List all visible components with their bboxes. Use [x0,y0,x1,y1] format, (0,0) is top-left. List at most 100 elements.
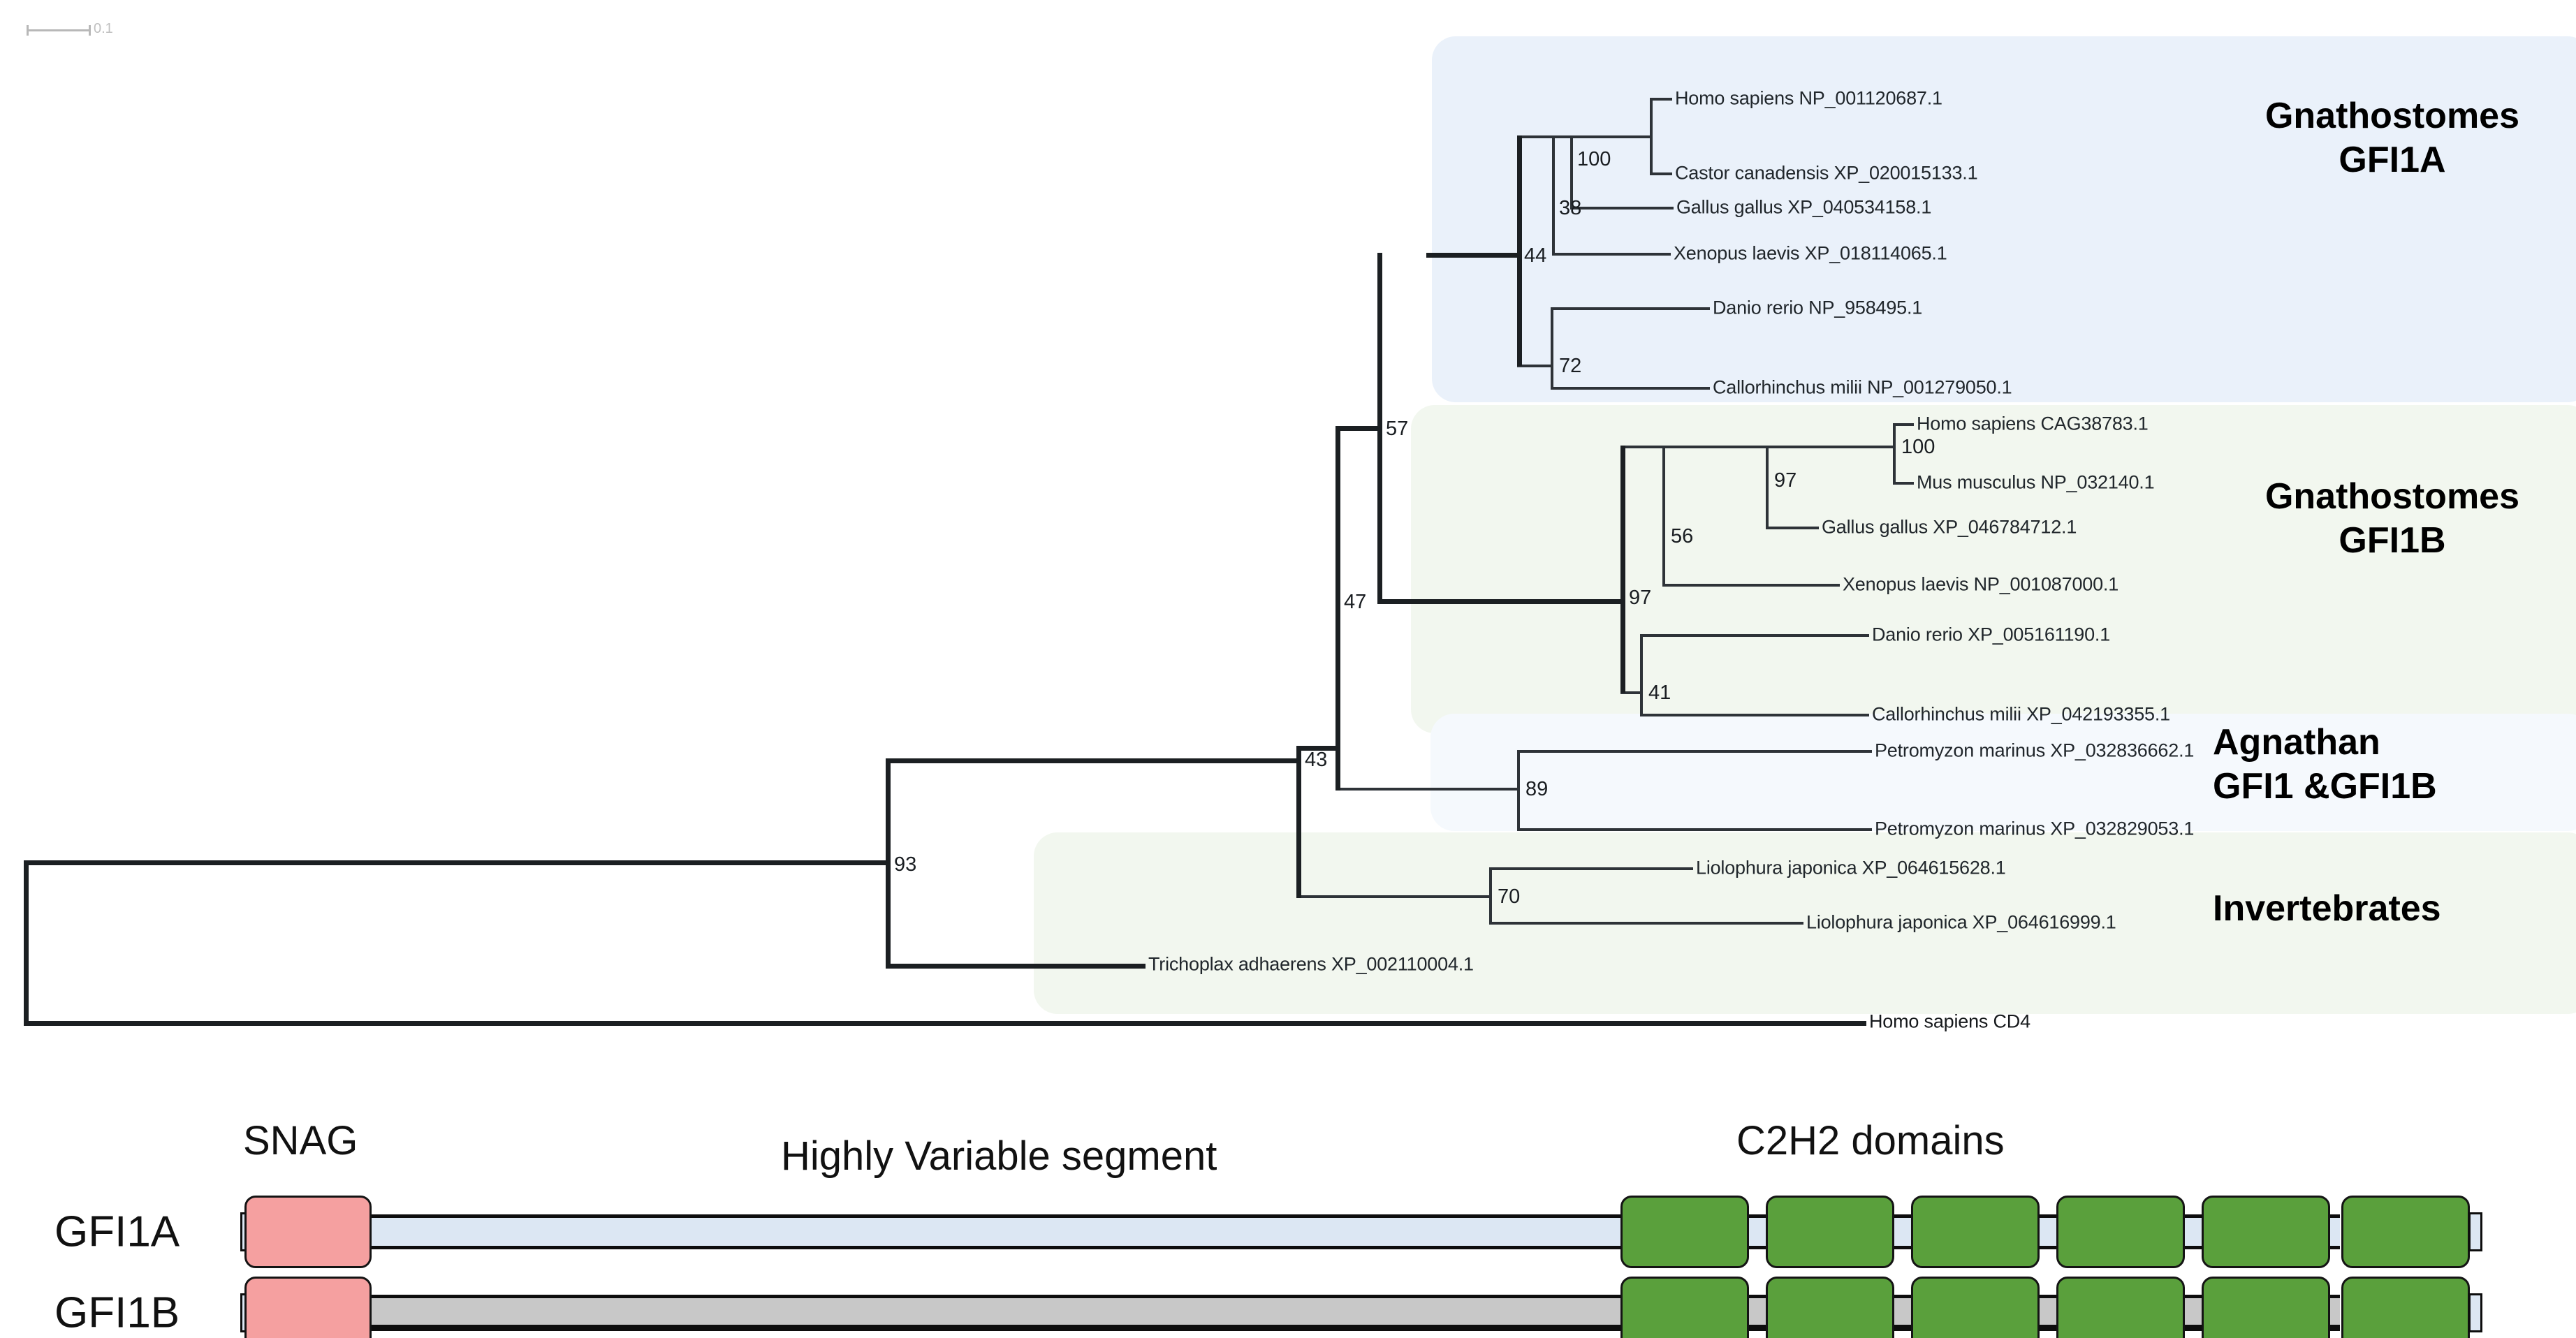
tip-label-callorhinchus-gfi1b: Callorhinchus milii XP_042193355.1 [1872,703,2170,725]
tip-label-petromyzon-1: Petromyzon marinus XP_032836662.1 [1875,740,2195,761]
clade-highlight-invertebrates [1034,832,2576,1014]
tip-label-cd4: Homo sapiens CD4 [1869,1010,2030,1032]
gfi1b-c2h2-domain-4 [2056,1277,2185,1338]
bootstrap-node89: 89 [1525,778,1549,800]
tip-label-mus: Mus musculus NP_032140.1 [1917,471,2155,493]
caption-snag: SNAG [243,1118,358,1163]
branch-h-node56-stem [1620,446,1665,448]
clade-label-agnathan: Agnathan GFI1 &GFI1B [2213,722,2437,807]
gfi1b-c-terminus [2468,1293,2482,1332]
bootstrap-node47: 47 [1344,591,1367,613]
branch-h-node70-stem [1296,895,1492,898]
branch-h-node97b-stem [1377,599,1623,604]
clade-label-invertebrates: Invertebrates [2213,888,2441,929]
bootstrap-node44: 44 [1524,244,1547,267]
tip-label-homo-gfi1a: Homo sapiens NP_001120687.1 [1675,87,1942,109]
branch-h-tip-danio-gfi1a [1551,307,1710,310]
branch-h-node100b-stem [1766,446,1896,448]
bootstrap-node93: 93 [894,853,917,876]
branch-v-node47 [1335,426,1340,791]
branch-h-tip-gallus-gfi1a [1570,207,1674,209]
scale-bar-right-cap [89,25,91,36]
branch-h-tip-cd4 [24,1021,1866,1026]
tip-label-petromyzon-2: Petromyzon marinus XP_032829053.1 [1875,818,2195,839]
branch-h-tip-callorhinchus-gfi1a [1551,387,1710,390]
caption-variable: Highly Variable segment [781,1133,1217,1179]
tip-label-danio-gfi1b: Danio rerio XP_005161190.1 [1872,624,2111,645]
branch-h-tip-mus [1893,482,1914,485]
protein-name-gfi1a: GFI1A [54,1207,180,1256]
tip-label-gallus-gfi1b: Gallus gallus XP_046784712.1 [1822,516,2077,538]
gfi1a-snag-domain [244,1196,372,1268]
gfi1b-snag-domain [244,1277,372,1338]
branch-v-node56 [1662,446,1665,587]
clade-label-gfi1a: Gnathostomes GFI1A [2264,96,2520,181]
branch-h-node38-stem [1552,135,1573,138]
branch-h-tip-gallus-gfi1b [1766,527,1819,529]
domain-architecture-panel: SNAG Highly Variable segment C2H2 domain… [0,1117,2576,1338]
tip-label-danio-gfi1a: Danio rerio NP_958495.1 [1713,297,1923,318]
protein-name-gfi1b: GFI1B [54,1288,180,1337]
branch-h-node72-stem [1517,365,1553,367]
branch-h-tip-castor [1650,172,1672,175]
branch-h-node100a-stem [1570,135,1653,138]
branch-v-node38 [1570,135,1573,209]
tip-label-liolophura-1: Liolophura japonica XP_064615628.1 [1696,857,2006,878]
gfi1a-c2h2-domain-4 [2056,1196,2185,1268]
tip-label-trichoplax: Trichoplax adhaerens XP_002110004.1 [1148,953,1474,975]
branch-h-node57-stem [1335,426,1380,431]
gfi1b-c2h2-domain-3 [1911,1277,2040,1338]
clade-highlight-gfi1a [1432,36,2576,402]
branch-h-tip-callorhinchus-gfi1b [1640,714,1869,716]
gfi1a-c2h2-domain-3 [1911,1196,2040,1268]
tip-label-castor: Castor canadensis XP_020015133.1 [1675,162,1978,184]
branch-h-tip-homo-gfi1b [1893,423,1914,426]
branch-v-root [24,860,29,1024]
branch-v-node43 [1296,746,1301,898]
bootstrap-node43: 43 [1305,749,1328,771]
branch-v-node38-xenopus [1552,135,1555,256]
branch-v-node41 [1640,634,1643,716]
branch-h-tip-homo-gfi1a [1650,98,1672,101]
branch-h-tip-liolophura-1 [1489,867,1693,870]
tip-label-xenopus-gfi1a: Xenopus laevis XP_018114065.1 [1674,242,1947,264]
tip-label-homo-gfi1b: Homo sapiens CAG38783.1 [1917,413,2149,434]
scale-bar: 0.1 [27,21,113,39]
bootstrap-node72: 72 [1559,355,1582,377]
branch-v-node100b [1893,423,1896,485]
tip-label-liolophura-2: Liolophura japonica XP_064616999.1 [1806,911,2116,933]
gfi1a-c2h2-domain-5 [2202,1196,2330,1268]
clade-label-gfi1b: Gnathostomes GFI1B [2264,476,2520,561]
branch-h-node97a-stem [1662,446,1769,448]
branch-h-tip-xenopus-gfi1a [1552,253,1671,256]
clade-highlight-gfi1b [1411,405,2576,733]
branch-h-tip-trichoplax [886,964,1146,969]
branch-h-tip-xenopus-gfi1b [1662,584,1840,587]
branch-v-node97a [1766,446,1769,529]
tip-label-gallus-gfi1a: Gallus gallus XP_040534158.1 [1676,196,1932,218]
caption-c2h2: C2H2 domains [1736,1118,2005,1163]
branch-h-node47-stem [1296,746,1338,751]
branch-h-tip-petromyzon-2 [1517,828,1872,831]
bootstrap-node56: 56 [1671,525,1694,547]
branch-v-node89 [1517,750,1520,831]
bootstrap-node100a: 100 [1577,148,1611,170]
branch-v-node97b [1620,446,1625,693]
gfi1b-c2h2-domain-6 [2341,1277,2470,1338]
tip-label-callorhinchus-gfi1a: Callorhinchus milii NP_001279050.1 [1713,376,2012,398]
gfi1b-c2h2-domain-1 [1620,1277,1749,1338]
gfi1a-c2h2-domain-1 [1620,1196,1749,1268]
branch-h-tip-liolophura-2 [1489,922,1803,925]
gfi1a-c2h2-domain-6 [2341,1196,2470,1268]
branch-h-node44-upper [1517,135,1555,138]
branch-v-node72 [1551,307,1553,390]
bootstrap-node41: 41 [1648,682,1671,704]
bootstrap-node97a: 97 [1774,469,1797,492]
bootstrap-node38: 38 [1559,197,1582,219]
bootstrap-node97b: 97 [1629,587,1652,609]
branch-h-node93-stem [24,860,888,865]
bootstrap-node70: 70 [1498,885,1521,908]
scale-bar-line [27,29,91,31]
branch-h-tip-petromyzon-1 [1517,750,1872,753]
